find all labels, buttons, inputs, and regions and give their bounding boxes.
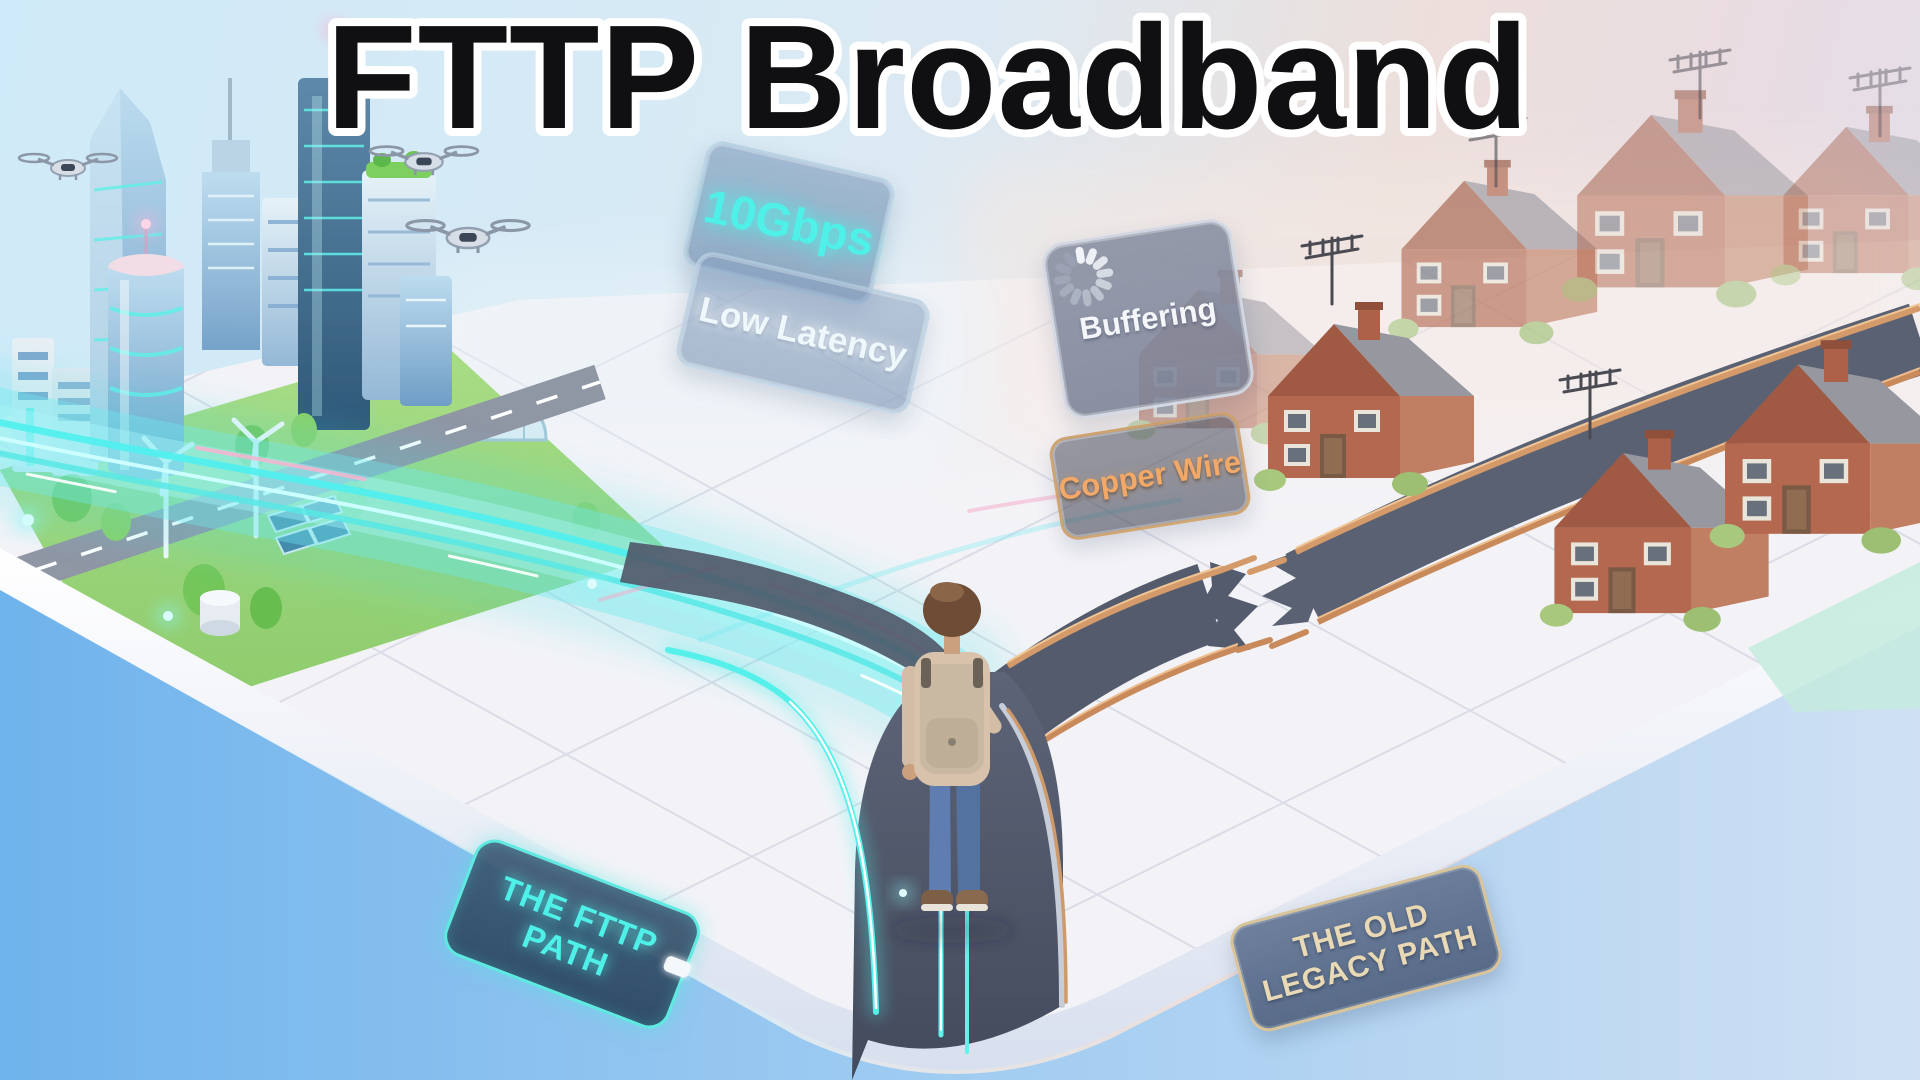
storage-tank — [200, 590, 240, 636]
sign-low-latency-label: Low Latency — [695, 290, 911, 376]
sign-buffering: Buffering — [1039, 216, 1257, 422]
city-tower-dark-antenna — [298, 18, 370, 430]
platform-side-face — [0, 548, 1920, 1070]
loading-spinner-icon — [1053, 246, 1114, 307]
fiber-optic-band — [0, 361, 1183, 765]
city-tower-small — [400, 276, 452, 406]
walker-figure — [890, 582, 1014, 943]
sign-highlight — [662, 954, 693, 980]
city-tower-spire — [202, 78, 260, 350]
legacy-road-broken — [992, 555, 1273, 751]
sign-copper-wire-label: Copper Wire — [1056, 443, 1244, 507]
sign-10gbps-label: 10Gbps — [699, 178, 879, 267]
mint-water-patch — [1748, 562, 1920, 712]
